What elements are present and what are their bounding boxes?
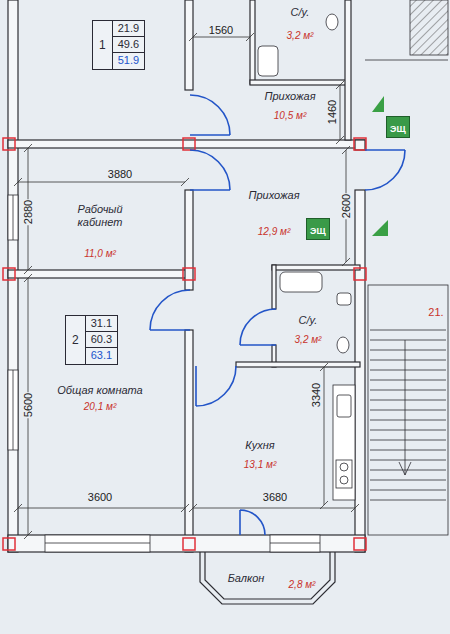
room-area: 11,0 м² bbox=[84, 248, 116, 260]
dimension: 3680 bbox=[262, 491, 288, 503]
table-column: 31.160.363.1 bbox=[86, 316, 117, 364]
apartment-number: 1 bbox=[93, 21, 113, 69]
area-value: 63.1 bbox=[86, 348, 117, 363]
windows bbox=[8, 195, 320, 552]
room-area: 12,9 м² bbox=[258, 226, 290, 238]
panel-marker: ЭЩ bbox=[306, 218, 330, 240]
dimension: 3600 bbox=[87, 491, 113, 503]
room-name: Прихожая bbox=[248, 189, 299, 202]
panel-code: ЭЩ bbox=[310, 226, 326, 236]
room-name: Кухня bbox=[245, 439, 274, 452]
room-name: Рабочый кабинет bbox=[55, 203, 145, 228]
fixtures bbox=[258, 14, 355, 500]
panel-marker: ЭЩ bbox=[386, 116, 410, 138]
dimension: 1460 bbox=[326, 99, 338, 125]
area-value: 31.1 bbox=[86, 316, 117, 332]
room-area: 20,1 м² bbox=[84, 401, 116, 413]
room-name: С/у. bbox=[291, 6, 310, 19]
apartment-table: 231.160.363.1 bbox=[65, 315, 118, 365]
apartment-table: 121.949.651.9 bbox=[92, 20, 145, 70]
apartment-number: 2 bbox=[66, 316, 86, 364]
area-value: 60.3 bbox=[86, 332, 117, 348]
room-area: 2,8 м² bbox=[289, 579, 316, 591]
panel-code: ЭЩ bbox=[390, 124, 406, 134]
area-value: 21.9 bbox=[113, 21, 144, 37]
columns bbox=[3, 138, 366, 550]
bathroom-label: С/у. 3,2 м² bbox=[278, 300, 330, 358]
room-label: Общая комната 20,1 м² 231.160.363.1 bbox=[36, 282, 183, 482]
room-area: 3,2 м² bbox=[295, 334, 322, 346]
dimension: 2600 bbox=[340, 193, 352, 219]
room-name: Общая комната bbox=[57, 384, 142, 397]
room-area: 13,1 м² bbox=[244, 459, 276, 471]
room-name: С/у. bbox=[299, 314, 318, 327]
dimension: 2880 bbox=[22, 199, 34, 225]
walls bbox=[8, 0, 365, 552]
room-name: Балкон bbox=[228, 572, 265, 585]
room-label: Кухня 13,1 м² bbox=[200, 420, 320, 480]
bathroom-label: С/у. 3,2 м² bbox=[255, 0, 345, 80]
balcony-label: Балкон 2,8 м² bbox=[210, 566, 328, 596]
dimension: 3340 bbox=[310, 382, 322, 408]
room-name: Прихожая bbox=[264, 90, 315, 103]
area-value: 51.9 bbox=[113, 53, 144, 68]
dimension: 5600 bbox=[22, 392, 34, 418]
dimension: 1560 bbox=[208, 24, 234, 36]
apartment-number: 21. bbox=[427, 306, 444, 318]
balcony bbox=[200, 552, 335, 604]
dimension-lines bbox=[14, 33, 359, 539]
dimension: 3880 bbox=[107, 168, 133, 180]
table-column: 21.949.651.9 bbox=[113, 21, 144, 69]
room-label: Рабочый кабинет 11,0 м² bbox=[20, 150, 183, 268]
room-area: 10,5 м² bbox=[274, 110, 306, 122]
doors bbox=[150, 95, 405, 535]
area-value: 49.6 bbox=[113, 37, 144, 53]
room-area: 3,2 м² bbox=[287, 30, 314, 42]
stairs bbox=[365, 0, 448, 535]
